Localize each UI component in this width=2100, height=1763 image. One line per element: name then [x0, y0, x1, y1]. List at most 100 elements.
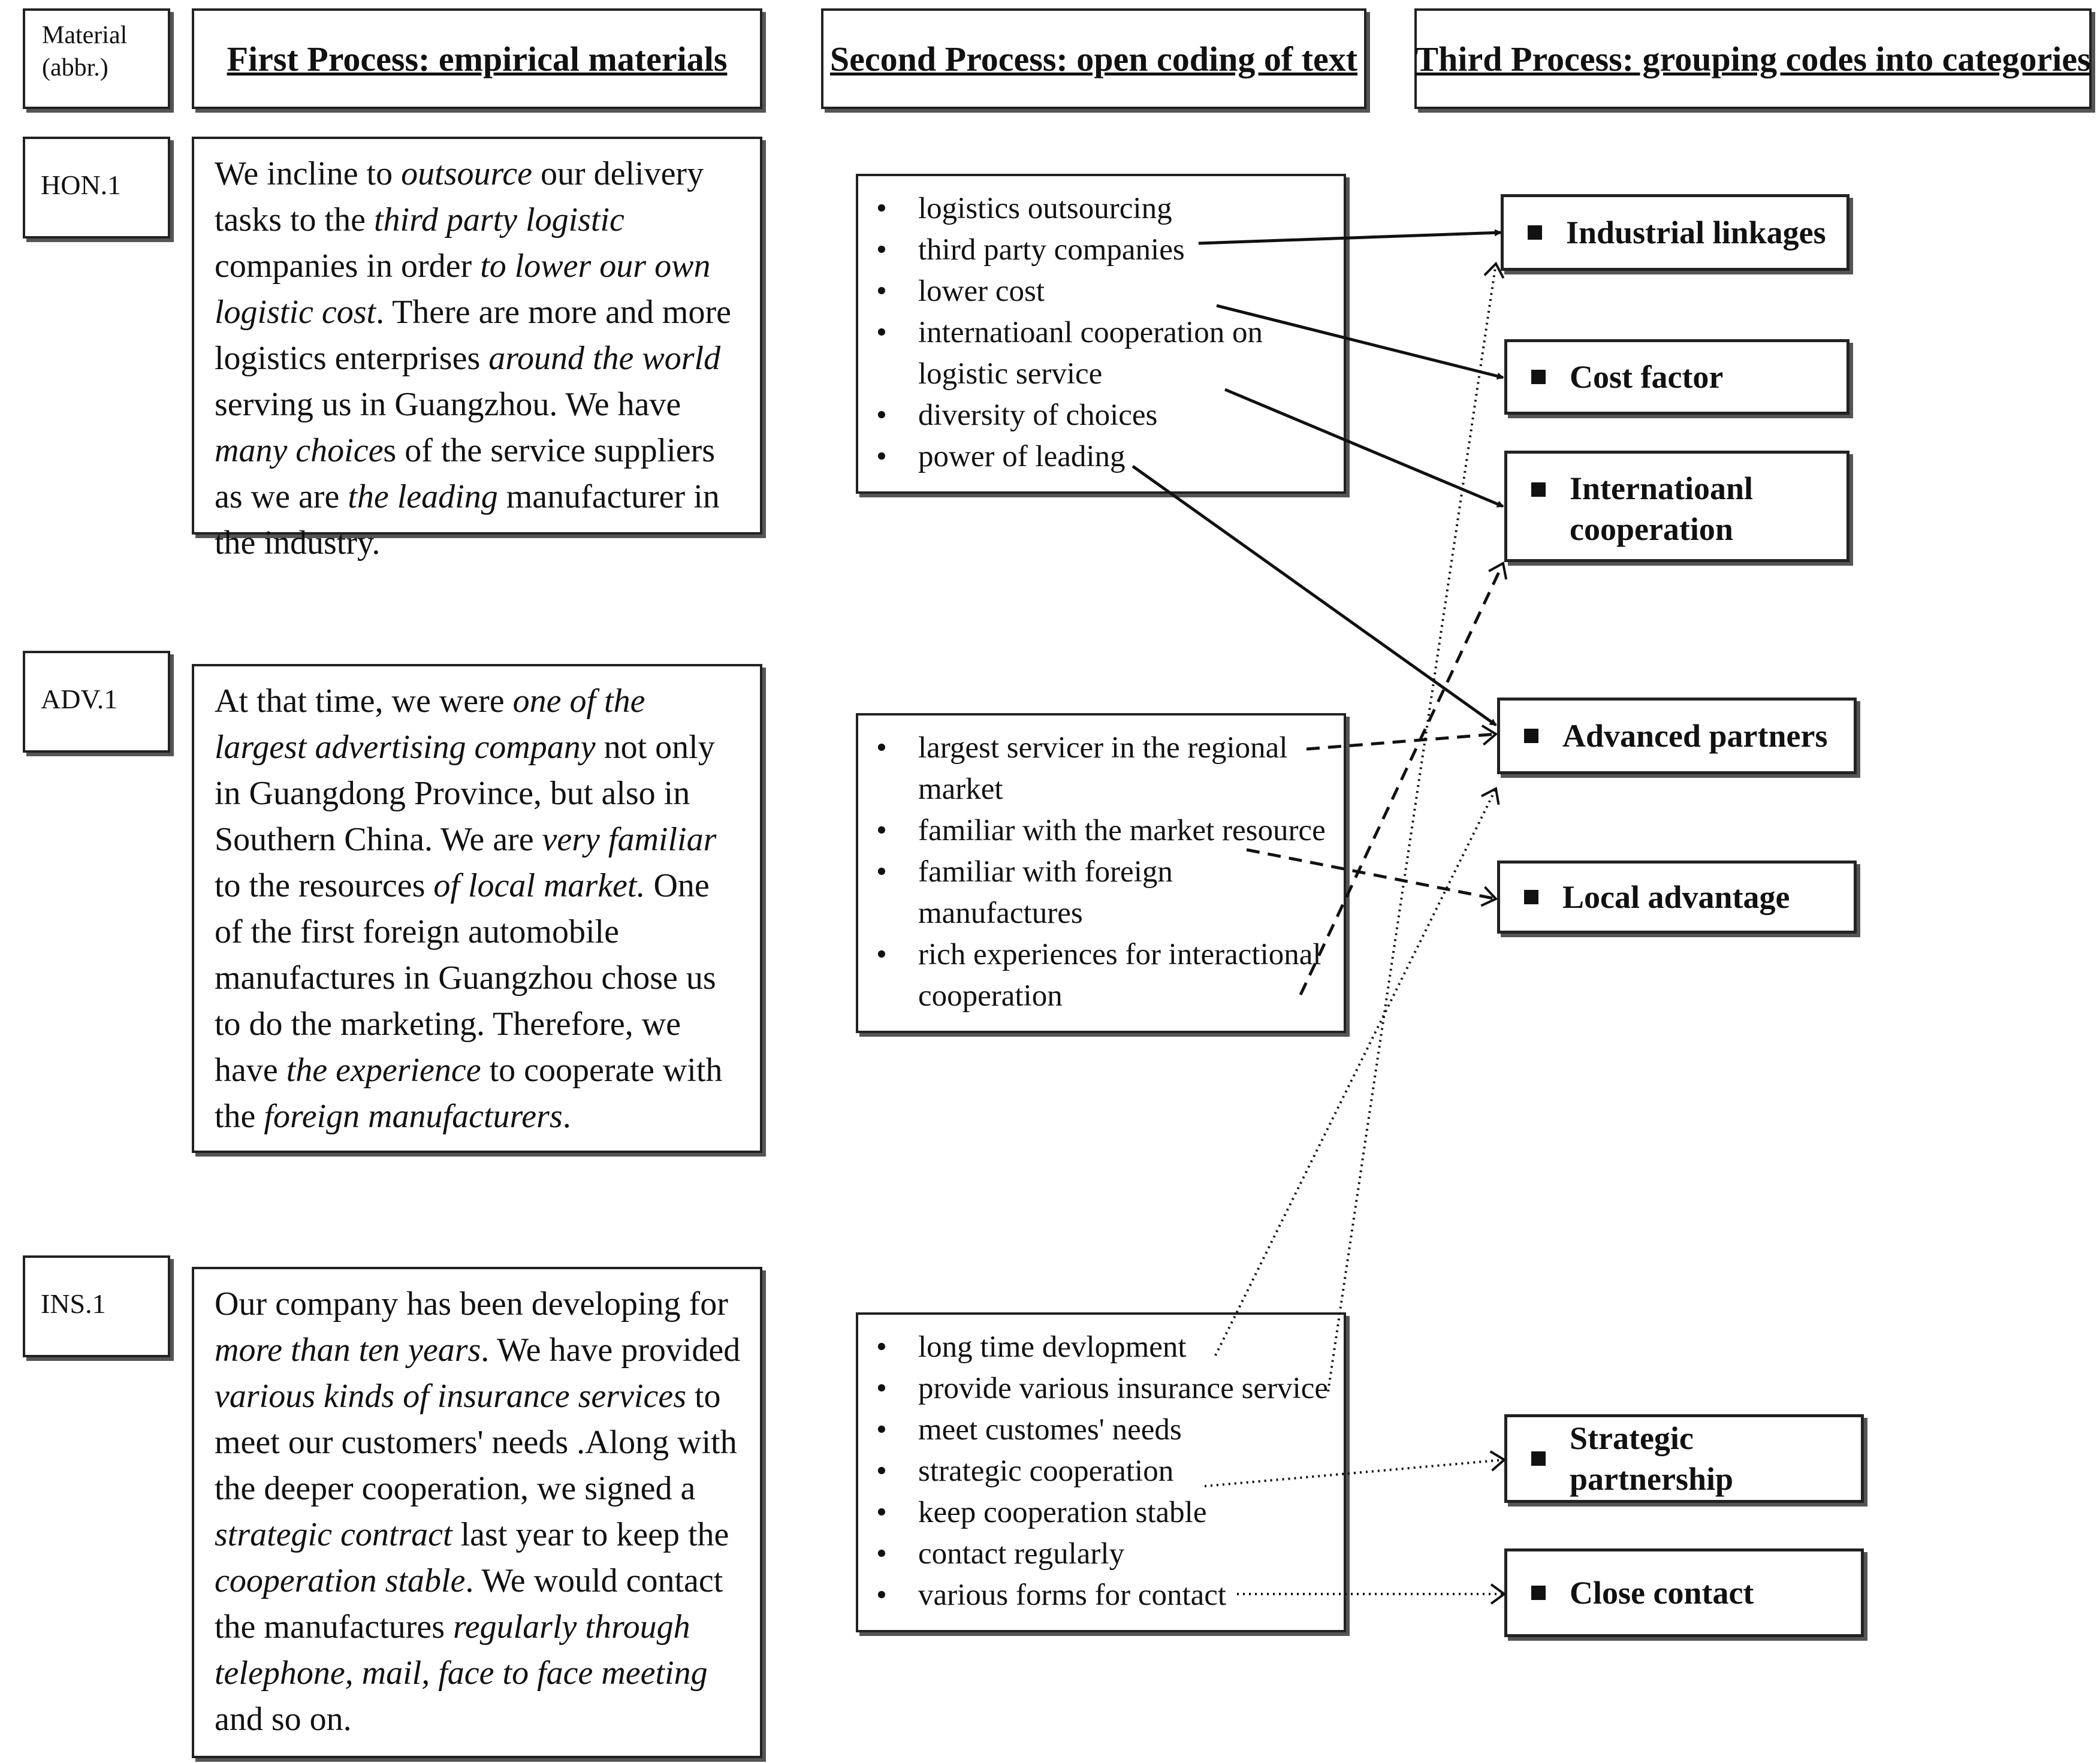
second-process-title: Second Process: open coding of text	[829, 39, 1358, 79]
text-run: our delivery tasks to the	[215, 155, 704, 239]
text-run: companies in order	[215, 247, 481, 285]
text-run: to the resources	[215, 867, 434, 904]
emphasized-phrase: to lower our own logistic cost	[215, 247, 711, 331]
emphasized-phrase: the leading	[348, 478, 498, 515]
emphasized-phrase: one of the largest advertising company	[215, 683, 645, 766]
code-item: strategic cooperation	[876, 1451, 1332, 1492]
emphasized-phrase: many choice	[215, 432, 384, 469]
category-label: Industrial linkages	[1566, 215, 1826, 250]
text-run: to meet our customers' needs .Along with…	[215, 1378, 737, 1507]
emphasized-phrase: foreign manufacturers	[264, 1098, 563, 1135]
emphasized-phrase: third party logistic	[373, 201, 624, 239]
third-process-title: Third Process: grouping codes into categ…	[1415, 39, 2091, 79]
category-strategic-partnership: Strategic partnership	[1504, 1414, 1864, 1503]
second-process-header: Second Process: open coding of text	[821, 8, 1366, 109]
text-run: One of the first foreign automobile manu…	[215, 867, 716, 1089]
square-bullet-icon	[1531, 482, 1546, 497]
emphasized-phrase: regularly through telephone, mail, face …	[215, 1608, 708, 1692]
emphasized-phrase: the experience	[286, 1052, 481, 1089]
connector-arrow-solid	[1224, 388, 1504, 508]
text-run: Our company has been developing for	[215, 1285, 728, 1323]
category-industrial-linkages: Industrial linkages	[1501, 194, 1849, 271]
connector-arrow-solid	[1198, 229, 1502, 245]
square-bullet-icon	[1531, 370, 1546, 384]
emphasized-phrase: outsource	[401, 155, 532, 192]
code-item: third party companies	[876, 230, 1332, 271]
text-run: . There are more and more logistics ente…	[215, 294, 731, 377]
category-label: Advanced partners	[1562, 718, 1828, 754]
square-bullet-icon	[1531, 1586, 1546, 1600]
codes-box-hon1: logistics outsourcing third party compan…	[856, 174, 1346, 494]
connector-arrow-dotted	[1327, 261, 1505, 1392]
emphasized-phrase: strategic contract	[215, 1516, 452, 1553]
material-paragraph-adv1: At that time, we were one of the largest…	[192, 664, 762, 1153]
text-run: At that time, we were	[215, 683, 513, 720]
code-item: rich experiences for interactional coope…	[876, 934, 1332, 1017]
connector-arrow-dotted	[1204, 1450, 1507, 1487]
category-label: Cost factor	[1570, 359, 1724, 395]
text-run: .	[562, 1098, 571, 1135]
text-run: We incline to	[215, 155, 402, 192]
square-bullet-icon	[1531, 1451, 1546, 1466]
code-item: logistics outsourcing	[876, 188, 1332, 230]
third-process-header: Third Process: grouping codes into categ…	[1414, 8, 2092, 109]
code-item: lower cost	[876, 271, 1332, 312]
code-item: provide various insurance service	[876, 1368, 1332, 1409]
text-run: to cooperate with the	[215, 1052, 723, 1135]
emphasized-phrase: around the world	[488, 340, 721, 377]
emphasized-phrase: very familiar	[542, 821, 717, 858]
material-column-header: Material (abbr.)	[23, 8, 170, 109]
connector-arrow-dashed	[1246, 848, 1498, 907]
category-label: Strategic partnership	[1570, 1420, 1734, 1497]
codes-list: logistics outsourcing third party compan…	[876, 188, 1332, 478]
text-run: last year to keep the	[452, 1516, 729, 1553]
material-abbr-adv1: ADV.1	[23, 651, 170, 753]
code-item: long time devlopment	[876, 1327, 1332, 1368]
category-cost-factor: Cost factor	[1504, 339, 1849, 415]
text-run: . We would contact the manufactures	[215, 1562, 723, 1646]
code-item: familiar with the market resource	[876, 810, 1332, 852]
code-item: familiar with foreign manufactures	[876, 852, 1332, 934]
emphasized-phrase: various kinds of insurance services	[215, 1378, 686, 1415]
emphasized-phrase: cooperation stable	[215, 1562, 466, 1599]
material-paragraph-hon1: We incline to outsource our delivery tas…	[192, 137, 762, 561]
code-item: power of leading	[876, 436, 1332, 478]
text-run: and so on.	[215, 1701, 352, 1738]
category-international-cooperation: Internatioanl cooperation	[1504, 451, 1849, 562]
square-bullet-icon	[1528, 225, 1542, 240]
first-process-title: First Process: empirical materials	[227, 39, 728, 79]
code-item: diversity of choices	[876, 395, 1332, 436]
emphasized-phrase: of local market.	[433, 867, 645, 904]
text-run: . We have provided	[481, 1332, 741, 1369]
connector-arrow-dashed	[1299, 561, 1508, 996]
category-close-contact: Close contact	[1504, 1548, 1864, 1637]
category-local-advantage: Local advantage	[1497, 861, 1857, 934]
codes-list: long time devlopment provide various ins…	[876, 1327, 1332, 1616]
category-label: Internatioanl cooperation	[1570, 470, 1754, 547]
code-item: contact regularly	[876, 1533, 1332, 1575]
text-run: manufacturer in the industry.	[215, 478, 720, 561]
emphasized-phrase: more than ten years	[215, 1332, 481, 1369]
connector-arrow-dotted	[1214, 786, 1500, 1356]
text-run: not only in Guangdong Province, but also…	[215, 729, 715, 858]
material-abbr-hon1: HON.1	[23, 137, 170, 239]
codes-list: largest servicer in the regional market …	[876, 727, 1332, 1017]
connector-arrow-solid	[1132, 464, 1497, 727]
square-bullet-icon	[1524, 729, 1538, 743]
code-item: various forms for contact	[876, 1575, 1332, 1616]
code-item: largest servicer in the regional market	[876, 727, 1332, 810]
category-advanced-partners: Advanced partners	[1497, 698, 1857, 774]
category-label: Local advantage	[1562, 879, 1790, 915]
first-process-header: First Process: empirical materials	[192, 8, 762, 109]
connector-arrow-solid	[1216, 304, 1504, 380]
codes-box-ins1: long time devlopment provide various ins…	[856, 1312, 1346, 1632]
square-bullet-icon	[1524, 890, 1538, 904]
text-run: s of the service suppliers as we are	[215, 432, 716, 515]
material-paragraph-ins1: Our company has been developing for more…	[192, 1267, 762, 1758]
material-abbr-ins1: INS.1	[23, 1255, 170, 1357]
code-item: meet customes' needs	[876, 1409, 1332, 1451]
text-run: serving us in Guangzhou. We have	[215, 386, 681, 423]
code-item: internatioanl cooperation on logistic se…	[876, 312, 1332, 395]
connector-arrow-dashed	[1306, 724, 1498, 751]
category-label: Close contact	[1570, 1575, 1754, 1611]
